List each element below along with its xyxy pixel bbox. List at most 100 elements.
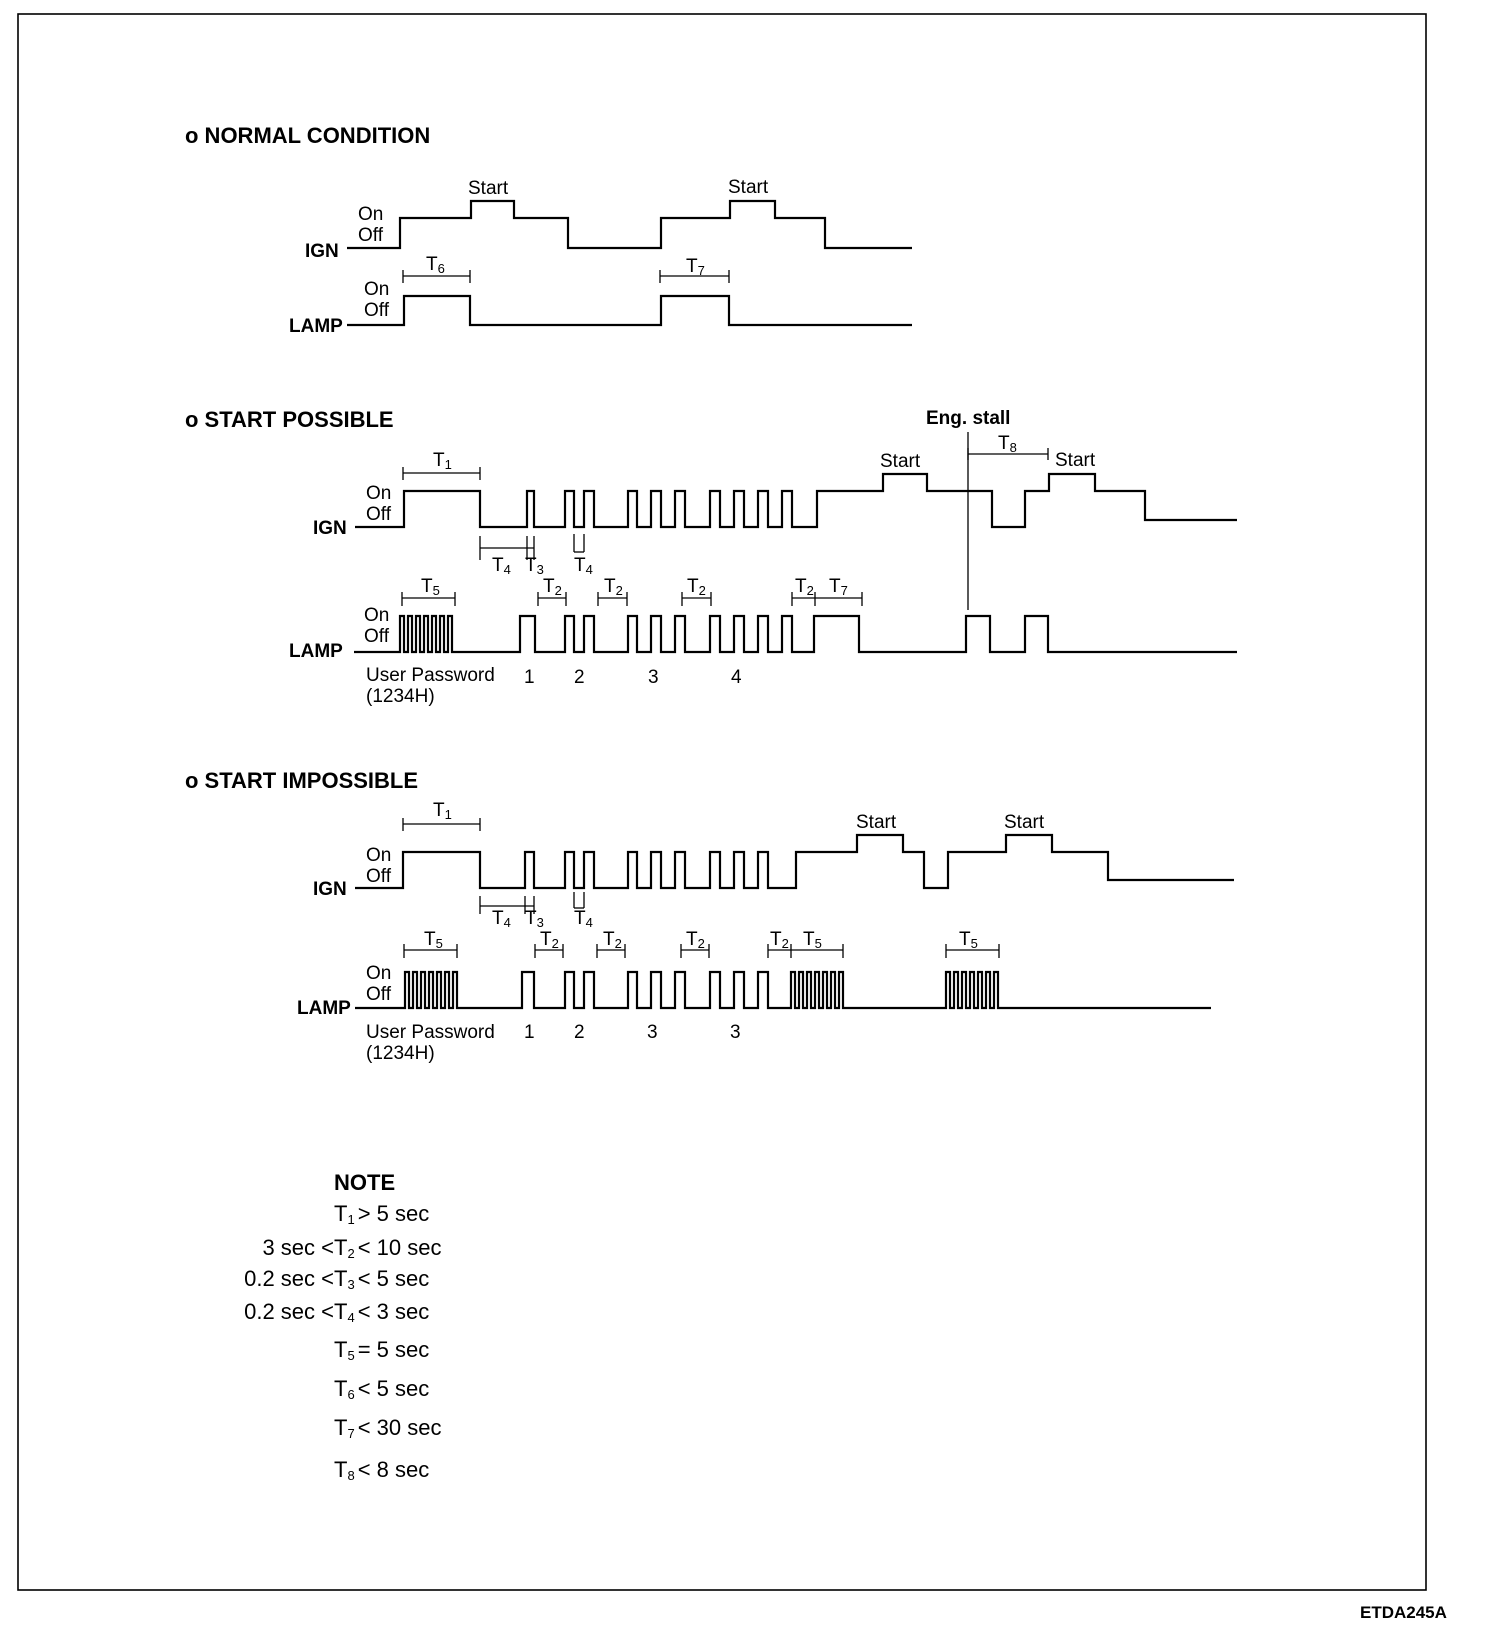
possible-t2-dimension-1: T2 — [537, 576, 567, 606]
t7-dimension: T7 — [659, 256, 730, 283]
note-item: 0.2 sec < T3< 5 sec — [244, 1266, 429, 1292]
possible-t2-t7-dimension: T2 T7 — [791, 576, 863, 606]
possible-lamp-waveform — [354, 614, 1237, 654]
svg-text:T1: T1 — [433, 800, 452, 822]
possible-lamp-label: LAMP — [289, 641, 343, 662]
impossible-t1-dimension: T1 — [402, 800, 481, 831]
normal-ign-off-label: Off — [358, 225, 384, 246]
start-possible-title: o START POSSIBLE — [185, 407, 394, 432]
impossible-lamp-label: LAMP — [297, 998, 351, 1019]
svg-text:T4: T4 — [574, 908, 593, 930]
svg-text:T2: T2 — [540, 929, 559, 951]
impossible-lamp-waveform — [355, 970, 1211, 1010]
svg-text:0.2 sec <: 0.2 sec < — [244, 1266, 334, 1291]
svg-text:T1: T1 — [433, 450, 452, 472]
impossible-password-value: (1234H) — [366, 1043, 435, 1064]
svg-text:T8: T8 — [998, 433, 1017, 455]
svg-text:3 sec <: 3 sec < — [262, 1235, 334, 1260]
possible-t8-dimension: T8 — [967, 433, 1049, 460]
normal-lamp-waveform — [347, 294, 912, 327]
possible-digit-1: 1 — [524, 667, 535, 688]
impossible-t2-dimension-2: T2 — [596, 929, 626, 958]
normal-ign-on-label: On — [358, 204, 383, 225]
note-item: 3 sec < T2< 10 sec — [262, 1235, 441, 1261]
svg-text:T5= 5 sec: T5= 5 sec — [334, 1337, 429, 1363]
note-item: T7< 30 sec — [334, 1415, 441, 1441]
start-possible-section: o START POSSIBLE Eng. stall On Off IGN S… — [185, 407, 1237, 707]
impossible-t4-t3-dimension: T4 T3 — [479, 896, 544, 930]
possible-digit-3: 3 — [648, 667, 659, 688]
svg-text:T3< 5 sec: T3< 5 sec — [334, 1266, 429, 1292]
possible-ign-off-label: Off — [366, 504, 392, 525]
svg-text:T4: T4 — [574, 555, 593, 577]
note-item: T5= 5 sec — [334, 1337, 429, 1363]
note-section: NOTE T1> 5 sec 3 sec < T2< 10 sec 0.2 se… — [244, 1170, 441, 1483]
svg-text:T5: T5 — [424, 929, 443, 951]
impossible-ign-on-label: On — [366, 845, 391, 866]
normal-ign-waveform — [347, 199, 912, 250]
note-item: 0.2 sec < T4< 3 sec — [244, 1299, 429, 1325]
svg-text:T2: T2 — [770, 929, 789, 951]
impossible-t2-dimension-3: T2 — [680, 929, 710, 958]
svg-text:T2< 10 sec: T2< 10 sec — [334, 1235, 441, 1261]
svg-text:T5: T5 — [959, 929, 978, 951]
possible-digit-4: 4 — [731, 667, 742, 688]
svg-text:T4: T4 — [492, 555, 511, 577]
impossible-start-label-1: Start — [856, 812, 897, 833]
possible-user-password-label: User Password — [366, 665, 495, 686]
note-title: NOTE — [334, 1170, 395, 1195]
impossible-ign-off-label: Off — [366, 866, 392, 887]
svg-text:T2: T2 — [603, 929, 622, 951]
svg-text:T4< 3 sec: T4< 3 sec — [334, 1299, 429, 1325]
eng-stall-label: Eng. stall — [926, 408, 1010, 429]
impossible-start-label-2: Start — [1004, 812, 1045, 833]
t6-dimension: T6 — [402, 254, 471, 283]
normal-lamp-off-label: Off — [364, 300, 390, 321]
impossible-t2-dimension-1: T2 — [534, 929, 564, 958]
impossible-lamp-off-label: Off — [366, 984, 392, 1005]
svg-text:T2: T2 — [686, 929, 705, 951]
impossible-t4-short-dimension: T4 — [573, 892, 593, 930]
impossible-lamp-on-label: On — [366, 963, 391, 984]
svg-text:T8< 8 sec: T8< 8 sec — [334, 1457, 429, 1483]
note-item: T1> 5 sec — [334, 1201, 429, 1227]
impossible-ign-label: IGN — [313, 879, 347, 900]
normal-start-label-2: Start — [728, 177, 769, 198]
impossible-t5-dimension-1: T5 — [403, 929, 458, 958]
svg-text:T2: T2 — [795, 576, 814, 598]
figure-frame — [17, 13, 1427, 1591]
svg-text:T5: T5 — [803, 929, 822, 951]
svg-text:T7< 30 sec: T7< 30 sec — [334, 1415, 441, 1441]
svg-text:T4: T4 — [492, 908, 511, 930]
impossible-ign-waveform — [355, 833, 1234, 890]
possible-lamp-on-label: On — [364, 605, 389, 626]
impossible-digit-2: 2 — [574, 1022, 585, 1043]
possible-t1-dimension: T1 — [402, 450, 481, 480]
svg-text:T2: T2 — [604, 576, 623, 598]
svg-text:T3: T3 — [525, 908, 544, 930]
figure-id: ETDA245A — [1360, 1603, 1447, 1622]
possible-t2-dimension-2: T2 — [597, 576, 628, 606]
normal-lamp-label: LAMP — [289, 316, 343, 337]
normal-lamp-on-label: On — [364, 279, 389, 300]
impossible-digit-4: 3 — [730, 1022, 741, 1043]
svg-text:T2: T2 — [543, 576, 562, 598]
svg-text:T6: T6 — [426, 254, 445, 276]
impossible-digit-3: 3 — [647, 1022, 658, 1043]
possible-digit-2: 2 — [574, 667, 585, 688]
impossible-user-password-label: User Password — [366, 1022, 495, 1043]
possible-ign-label: IGN — [313, 518, 347, 539]
possible-password-value: (1234H) — [366, 686, 435, 707]
possible-t2-dimension-3: T2 — [681, 576, 712, 606]
possible-t4-short-dimension: T4 — [573, 534, 593, 577]
note-item: T6< 5 sec — [334, 1376, 429, 1402]
svg-text:T5: T5 — [421, 576, 440, 598]
svg-text:T2: T2 — [687, 576, 706, 598]
possible-start-label-1: Start — [880, 451, 921, 472]
svg-text:0.2 sec <: 0.2 sec < — [244, 1299, 334, 1324]
impossible-digit-1: 1 — [524, 1022, 535, 1043]
possible-ign-waveform — [355, 472, 1237, 529]
svg-text:T1> 5 sec: T1> 5 sec — [334, 1201, 429, 1227]
possible-lamp-off-label: Off — [364, 626, 390, 647]
